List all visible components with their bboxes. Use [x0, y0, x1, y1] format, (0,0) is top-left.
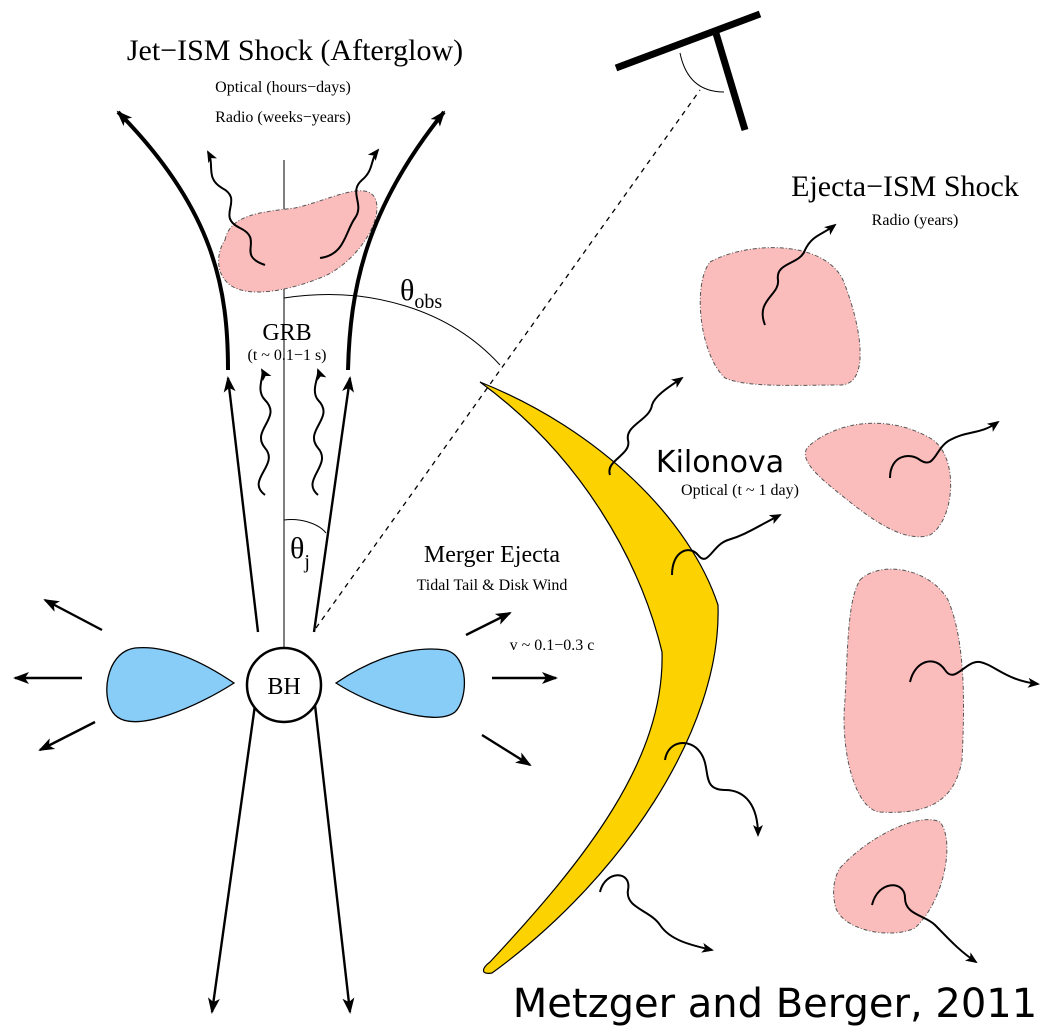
ejecta-shock-blob-3 [844, 569, 963, 812]
outflow-arrow-left-up [45, 600, 102, 630]
afterglow-shock-blob [219, 191, 377, 292]
afterglow-optical-label: Optical (hours−days) [215, 79, 351, 96]
ejecta-shock-blob-2 [805, 423, 950, 537]
grb-photon-right [312, 370, 323, 495]
grb-photon-left [259, 370, 271, 495]
ejecta-shock-radio-label: Radio (years) [872, 212, 959, 229]
downward-arrow-left [212, 705, 255, 1012]
bh-label: BH [267, 674, 300, 700]
disk-lobe-right [336, 649, 464, 717]
ejecta-shock-blob-1 [700, 248, 860, 386]
kilonova-optical-label: Optical (t ~ 1 day) [681, 482, 799, 499]
theta-j-arc [284, 520, 326, 533]
kilonova-emission-4 [600, 875, 712, 950]
ejecta-shock-title: Ejecta−ISM Shock [791, 170, 1019, 203]
velocity-label: v ~ 0.1−0.3 c [510, 637, 595, 654]
observer-eye-icon [616, 14, 760, 130]
ejecta-shock-blob-4 [834, 820, 947, 933]
afterglow-title: Jet−ISM Shock (Afterglow) [127, 34, 463, 67]
jet-core-left [228, 378, 258, 632]
downward-arrow-right [315, 705, 350, 1012]
jet-core-right [314, 378, 350, 632]
outflow-arrow-right-up [466, 613, 510, 635]
grb-time-label: (t ~ 0.1−1 s) [247, 347, 326, 364]
afterglow-radio-label: Radio (weeks−years) [215, 109, 351, 126]
credit-label: Metzger and Berger, 2011 [513, 981, 1037, 1027]
outflow-arrow-left-down [40, 722, 95, 750]
kilonova-label: Kilonova [656, 445, 784, 480]
grb-label: GRB [262, 320, 311, 346]
outflow-arrow-right-down [482, 735, 530, 765]
merger-ejecta-label: Merger Ejecta [424, 542, 560, 568]
theta-obs-label: θobs [400, 274, 442, 313]
theta-j-label: θj [290, 532, 310, 573]
tidal-tail-label: Tidal Tail & Disk Wind [417, 577, 568, 594]
disk-lobe-left [107, 648, 234, 722]
jet-wall-left [118, 112, 228, 370]
